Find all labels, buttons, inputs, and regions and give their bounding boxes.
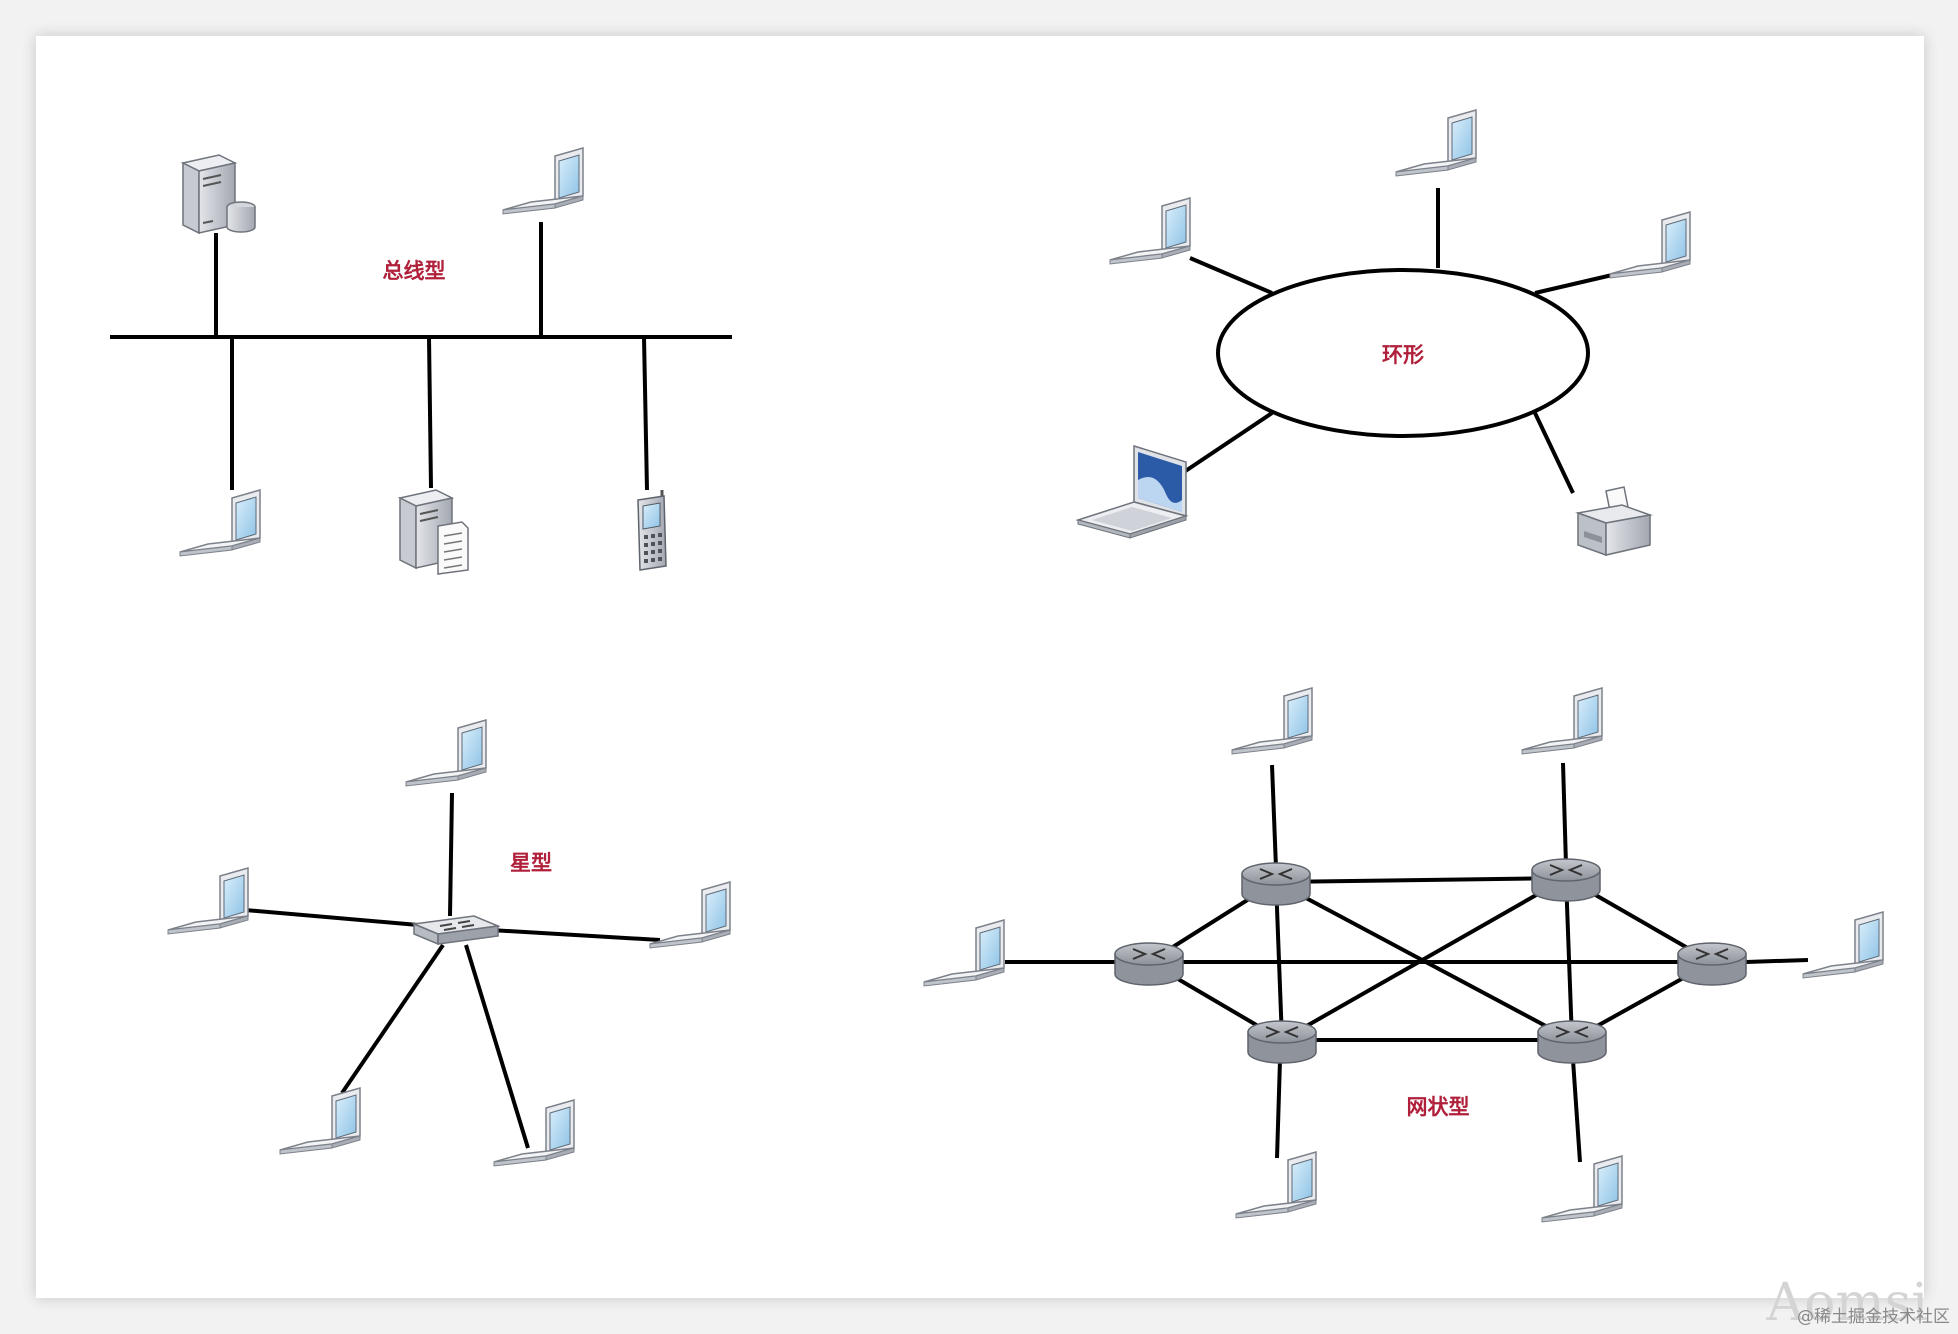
laptop-icon xyxy=(923,919,1005,987)
mesh-link xyxy=(1275,876,1567,884)
ring-topology-label: 环形 xyxy=(1382,343,1424,367)
router-icon xyxy=(1531,858,1601,902)
mesh-link-laptop xyxy=(1561,762,1568,866)
bus-link-phone xyxy=(642,336,649,491)
bus-link-file-server xyxy=(427,336,433,489)
mesh-link-laptop xyxy=(1571,1059,1582,1163)
watermark-logo: Aomsi xyxy=(1766,1273,1928,1333)
laptop-icon xyxy=(1802,911,1884,979)
router-icon xyxy=(1537,1020,1607,1064)
laptop-icon xyxy=(1521,687,1603,755)
mesh-link-laptop xyxy=(1745,958,1809,964)
laptop-icon xyxy=(493,1099,575,1167)
mesh-link xyxy=(1281,876,1567,1042)
laptop-icon xyxy=(1541,1155,1623,1223)
laptop-icon xyxy=(279,1087,361,1155)
router-icon xyxy=(1247,1020,1317,1064)
watermark-caption: @稀土掘金技术社区 xyxy=(1797,1307,1950,1327)
mesh-link-laptop xyxy=(1275,1059,1282,1159)
mesh-link xyxy=(1274,881,1284,1041)
laptop-icon xyxy=(1109,197,1191,265)
router-icon xyxy=(1241,862,1311,906)
star-link-top xyxy=(448,792,454,917)
watermark: Aomsi @稀土掘金技术社区 xyxy=(1766,1273,1950,1333)
laptop-icon xyxy=(649,881,731,949)
file-server-icon xyxy=(399,489,469,575)
printer-icon xyxy=(1577,486,1651,556)
mobile-phone-icon xyxy=(636,488,668,572)
router-icon xyxy=(1114,942,1184,986)
laptop-icon xyxy=(1077,445,1187,539)
laptop-icon xyxy=(1235,1151,1317,1219)
mesh-topology: 网状型 xyxy=(923,687,1884,1223)
laptop-icon xyxy=(167,867,249,935)
star-topology: 星型 xyxy=(167,719,731,1167)
laptop-icon xyxy=(502,147,584,215)
server-icon xyxy=(182,154,256,234)
mesh-link-laptop xyxy=(1270,764,1278,869)
ring-ellipse xyxy=(1216,268,1590,438)
star-link-right xyxy=(489,928,661,942)
switch-icon xyxy=(413,915,499,945)
star-link-left xyxy=(244,908,419,927)
star-link-lower-right xyxy=(464,944,530,1149)
ring-topology: 环形 xyxy=(1077,109,1691,556)
router-icon xyxy=(1677,942,1747,986)
laptop-icon xyxy=(1231,687,1313,755)
ring-link-upper-left xyxy=(1189,256,1273,295)
laptop-icon xyxy=(1609,211,1691,279)
laptop-icon xyxy=(179,489,261,557)
laptop-icon xyxy=(1395,109,1477,177)
ring-link-lower-right xyxy=(1533,412,1575,494)
bus-topology: 总线型 xyxy=(110,147,732,575)
mesh-link xyxy=(1564,877,1574,1041)
laptop-icon xyxy=(405,719,487,787)
ring-link-lower-left xyxy=(1173,411,1274,480)
star-link-lower-left xyxy=(340,943,445,1095)
mesh-topology-label: 网状型 xyxy=(1407,1095,1470,1119)
diagram-canvas xyxy=(36,36,1924,1298)
bus-topology-label: 总线型 xyxy=(383,259,446,283)
star-topology-label: 星型 xyxy=(510,851,552,875)
